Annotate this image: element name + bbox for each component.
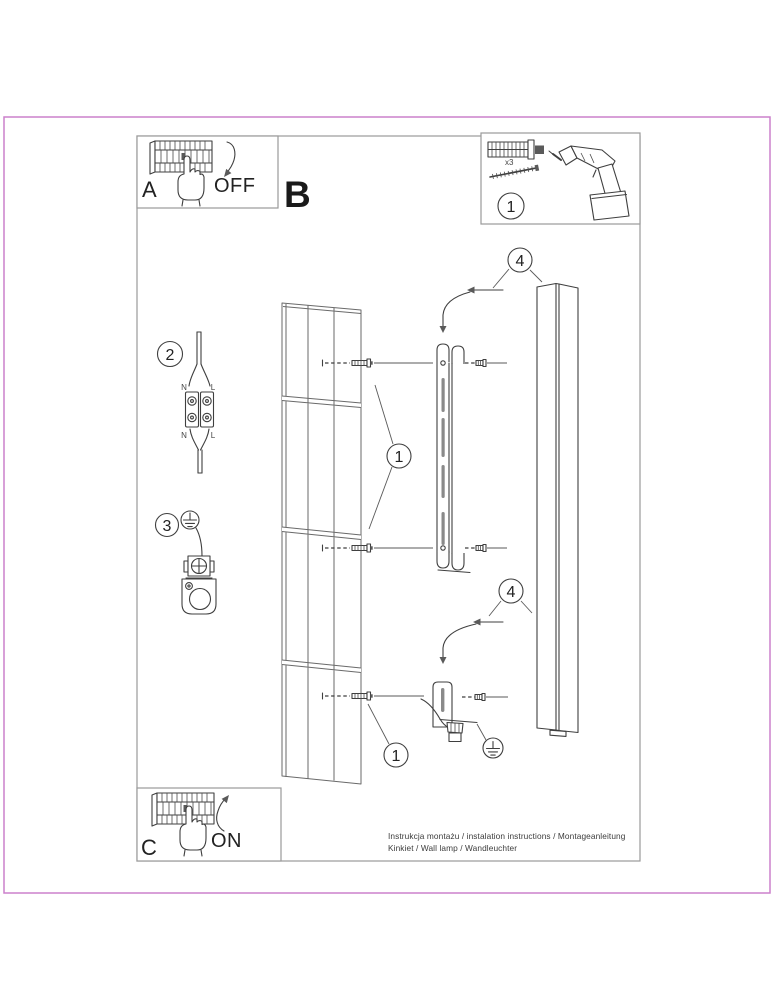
footer-line2: Kinkiet / Wall lamp / Wandleuchter xyxy=(388,843,517,853)
wall-anchor-icon xyxy=(487,139,544,160)
step-3-number: 3 xyxy=(163,518,172,535)
lamp-holder xyxy=(446,721,464,743)
parts-box: x3 1 xyxy=(480,132,641,225)
panel-c-box: C ON xyxy=(136,787,282,862)
breaker-panel-icon-c xyxy=(151,792,215,827)
wall-panel xyxy=(281,302,362,785)
wall-screw-middle xyxy=(321,543,433,553)
hang-step-top: 4 xyxy=(439,247,543,333)
ground-terminal xyxy=(183,555,215,577)
breaker-panel-icon xyxy=(149,140,213,175)
footer-line1: Instrukcja montażu / instalation instruc… xyxy=(388,831,626,841)
earth-symbol-bottom-icon xyxy=(476,723,504,759)
label-n-top: N xyxy=(181,383,187,392)
terminal-block xyxy=(184,391,215,428)
step-1-bottom-number: 1 xyxy=(392,748,401,765)
step-4-top-number: 4 xyxy=(516,253,525,270)
mounting-screw-icon xyxy=(489,164,540,179)
drill-icon xyxy=(548,145,630,221)
wire-n-top xyxy=(188,363,198,387)
label-n-bottom: N xyxy=(181,431,187,440)
anchor-quantity: x3 xyxy=(505,158,514,167)
page-border xyxy=(3,116,771,894)
bottom-bracket xyxy=(420,681,508,759)
hang-arrow-bottom-icon xyxy=(439,618,504,664)
label-c: C xyxy=(141,835,157,860)
step-1-parts-number: 1 xyxy=(507,199,516,216)
step-4-top-badge: 4 xyxy=(507,247,533,273)
arrow-up-icon xyxy=(216,795,229,832)
label-b: B xyxy=(284,174,311,215)
wire-n-bottom xyxy=(189,428,200,451)
step-4-bottom-badge: 4 xyxy=(498,578,524,604)
canopy-bracket xyxy=(181,577,217,615)
hang-step-bottom: 4 xyxy=(439,578,533,664)
diagram-frame xyxy=(136,135,641,862)
step-1-mid-number: 1 xyxy=(395,449,404,466)
rail-screw-bottom xyxy=(465,543,507,553)
wall-screw-top xyxy=(321,358,433,368)
earth-symbol-icon xyxy=(180,510,200,530)
panel-a-box: A OFF xyxy=(136,135,279,209)
wall-screw-bottom xyxy=(321,691,424,701)
step-1-parts-badge: 1 xyxy=(497,192,525,220)
step-3-badge: 3 xyxy=(154,512,180,538)
label-l-top: L xyxy=(211,383,216,392)
wiring-diagram: 2 N L N L xyxy=(156,331,216,474)
label-l-bottom: L xyxy=(211,431,216,440)
wire-l-bottom xyxy=(199,428,210,451)
step-2-badge: 2 xyxy=(156,340,184,368)
label-a: A xyxy=(142,177,157,202)
step-1-bottom-badge: 1 xyxy=(367,703,409,768)
lamp-profile xyxy=(536,282,579,737)
footer-text: Instrukcja montażu / instalation instruc… xyxy=(388,831,626,853)
ground-connection-diagram: 3 xyxy=(154,510,217,615)
hang-arrow-top-icon xyxy=(439,286,504,333)
bracket-screw xyxy=(462,692,508,702)
profile-end-cap xyxy=(549,729,567,737)
step-4-bottom-number: 4 xyxy=(507,584,516,601)
ground-wire xyxy=(195,527,203,557)
step-1-mid-badge: 1 xyxy=(368,384,412,530)
mounting-rail xyxy=(436,343,507,574)
label-on: ON xyxy=(211,830,242,852)
arrow-down-icon xyxy=(224,141,236,177)
label-off: OFF xyxy=(214,175,256,197)
step-2-number: 2 xyxy=(166,347,175,364)
rail-screw-top xyxy=(465,358,507,368)
wire-l-top xyxy=(200,363,211,387)
